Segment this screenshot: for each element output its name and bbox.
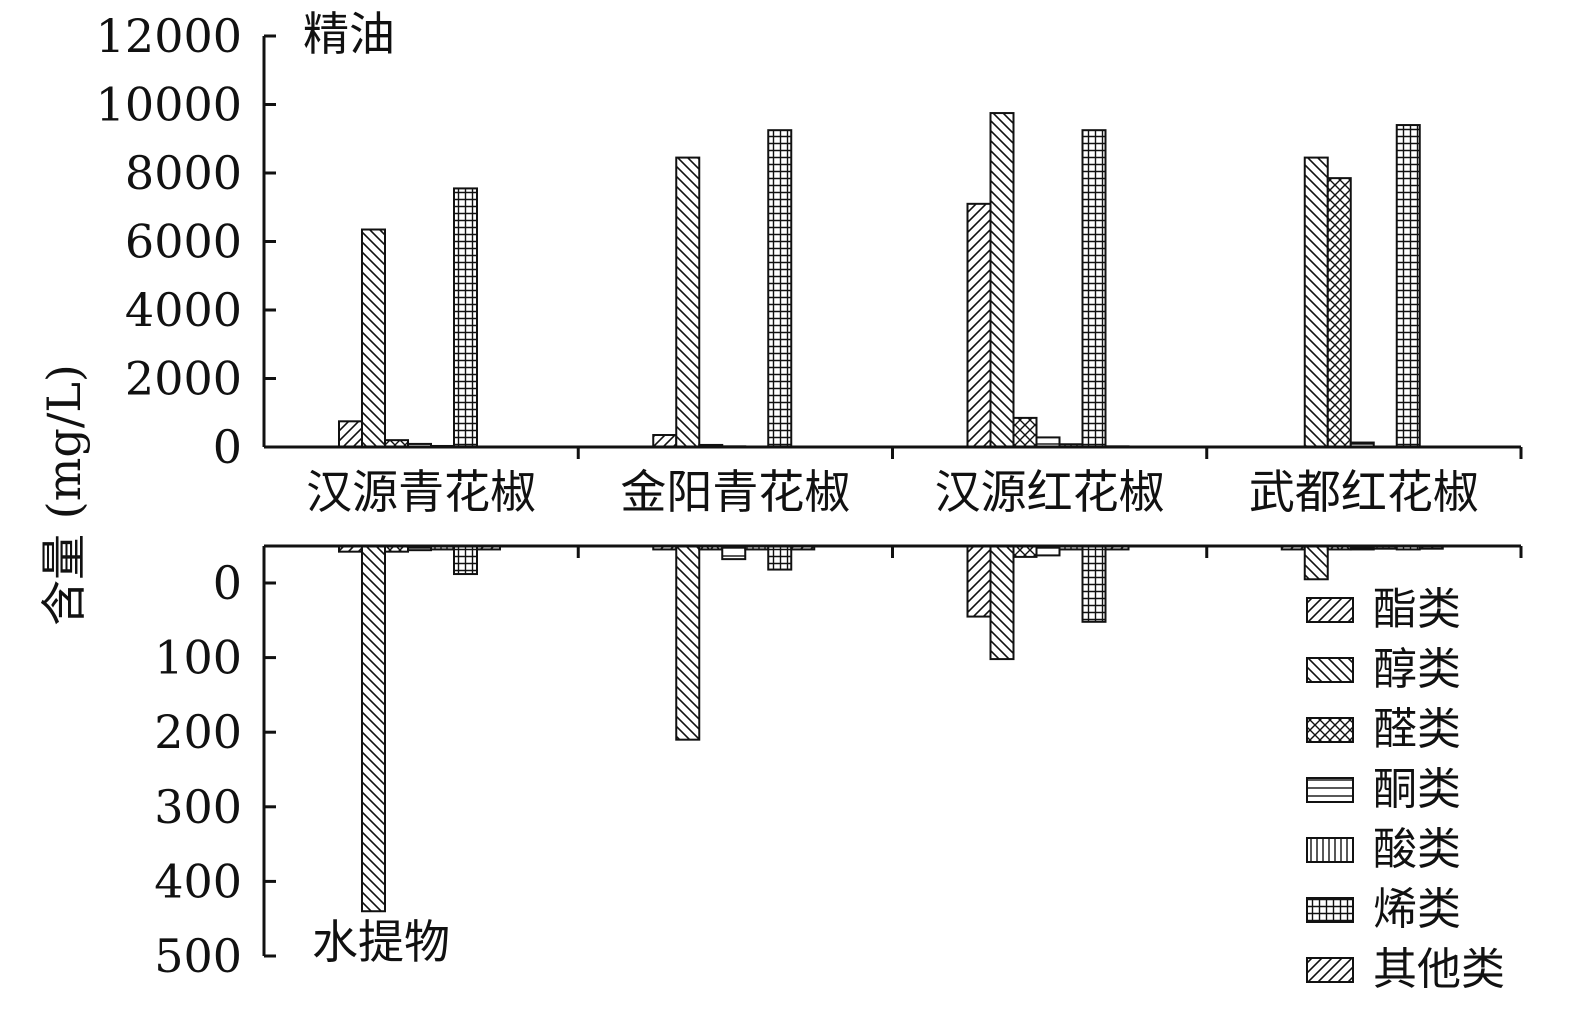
top-y-tick-label: 6000 [125, 215, 242, 269]
bottom-bar-1-1 [676, 546, 699, 740]
top-y-tick-label: 10000 [96, 78, 242, 132]
top-bar-2-0 [968, 204, 991, 447]
top-bar-1-5 [768, 130, 791, 447]
bottom-bar-2-0 [968, 546, 991, 617]
bottom-bar-1-3 [722, 546, 745, 559]
legend-swatch [1307, 958, 1353, 982]
top-y-tick-label: 8000 [125, 146, 242, 200]
top-bar-3-1 [1305, 158, 1328, 447]
legend-label: 醇类 [1373, 644, 1461, 695]
legend-label: 酯类 [1373, 584, 1461, 635]
top-bar-0-5 [454, 188, 477, 447]
y-axis-label: 含量 (mg/L) [37, 364, 91, 626]
legend-label: 其他类 [1373, 944, 1505, 995]
bottom-bar-3-1 [1305, 546, 1328, 579]
top-y-tick-label: 0 [213, 420, 242, 474]
legend-swatch [1307, 658, 1353, 682]
legend-swatch [1307, 598, 1353, 622]
bottom-y-tick-label: 0 [213, 556, 242, 610]
category-labels: 汉源青花椒 金阳青花椒 汉源红花椒 武都红花椒 [306, 465, 1479, 519]
legend-label: 烯类 [1373, 884, 1461, 935]
top-y-tick-label: 12000 [96, 9, 242, 63]
bottom-bar-2-2 [1014, 546, 1037, 557]
top-bar-2-1 [991, 113, 1014, 447]
top-y-tick-label: 4000 [125, 283, 242, 337]
category-label: 金阳青花椒 [620, 465, 850, 519]
top-panel-title: 精油 [303, 7, 395, 61]
bottom-bar-2-1 [991, 546, 1014, 659]
top-bar-1-0 [653, 435, 676, 447]
top-bar-1-1 [676, 158, 699, 447]
top-y-tick-label: 2000 [125, 352, 242, 406]
legend-swatch [1307, 898, 1353, 922]
legend-swatch [1307, 838, 1353, 862]
bottom-panel-title: 水提物 [312, 915, 450, 969]
legend-label: 酸类 [1373, 824, 1461, 875]
category-label: 武都红花椒 [1249, 465, 1479, 519]
bottom-y-tick-label: 400 [154, 854, 242, 908]
bottom-bar-0-1 [362, 546, 385, 911]
bottom-bar-0-5 [454, 546, 477, 574]
category-label: 汉源红花椒 [935, 465, 1165, 519]
top-bar-0-1 [362, 230, 385, 447]
bottom-y-tick-label: 300 [154, 780, 242, 834]
bottom-bar-1-5 [768, 546, 791, 570]
legend-swatch [1307, 718, 1353, 742]
top-bar-2-5 [1083, 130, 1106, 447]
bottom-y-tick-label: 200 [154, 705, 242, 759]
top-bar-2-2 [1014, 418, 1037, 447]
top-bar-0-0 [339, 421, 362, 447]
legend-label: 醛类 [1373, 704, 1461, 755]
bottom-bar-2-5 [1083, 546, 1106, 622]
bottom-y-tick-label: 100 [154, 631, 242, 685]
legend-swatch [1307, 778, 1353, 802]
category-label: 汉源青花椒 [306, 465, 536, 519]
essential-oil-panel: 0 2000 4000 6000 8000 10000 12000 [96, 9, 1521, 474]
top-bar-3-2 [1328, 178, 1351, 447]
bottom-y-tick-label: 500 [154, 929, 242, 983]
legend-label: 酮类 [1373, 764, 1461, 815]
top-bar-3-5 [1397, 125, 1420, 447]
